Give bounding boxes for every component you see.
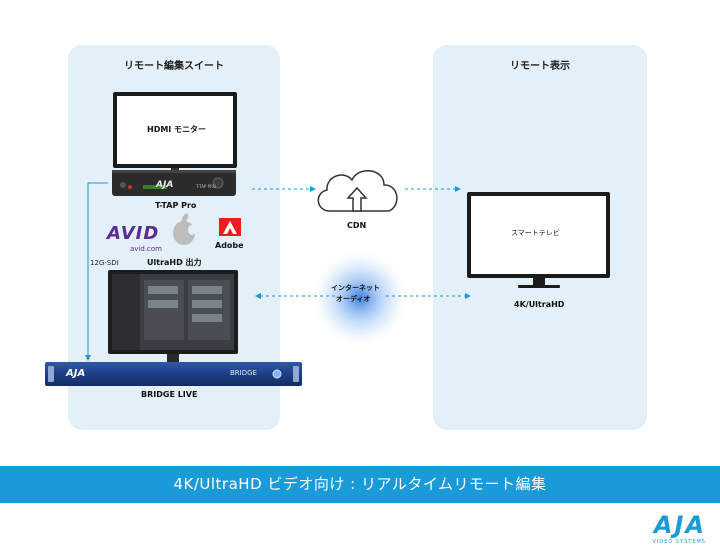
internet-audio-glow [310,248,410,348]
bridge-live-label: BRIDGE LIVE [141,390,198,399]
cloud-icon [317,170,398,212]
t-tap-pro-device [112,170,236,196]
smart-tv-label: スマートテレビ [511,229,560,237]
remote-edit-suite-title: リモート編集スイート [124,61,224,72]
hdmi-monitor [113,92,237,172]
ttap-aja-mark: AJA [156,180,174,190]
ultrahd-output-label: UltraHD 出力 [147,258,202,267]
hdmi-monitor-label: HDMI モニター [147,125,207,134]
t-tap-pro-label: T-TAP Pro [155,201,197,210]
audio-label: オーディオ [336,295,371,303]
sdi-label: 12G-SDI [90,259,119,267]
avid-logo: AVID [107,223,160,244]
cdn-label: CDN [347,221,367,230]
avid-url: avid.com [130,245,162,253]
aja-logo-text: AJA [653,511,706,539]
internet-label: インターネット [331,284,380,292]
banner-title: 4K/UltraHD ビデオ向け : リアルタイムリモート編集 [173,475,547,493]
four-k-label: 4K/UltraHD [514,300,565,309]
rack-aja-mark: AJA [66,368,86,379]
ttap-panel-text: T-TAP PRO [196,184,217,189]
aja-logo: AJA VIDEO SYSTEMS [606,513,706,553]
remote-display-title: リモート表示 [510,61,570,72]
rack-bridge-text: BRIDGE [230,369,257,377]
aja-logo-sub: VIDEO SYSTEMS [652,539,706,545]
adobe-label: Adobe [215,241,244,250]
computer-monitor [108,270,238,362]
title-banner: 4K/UltraHD ビデオ向け : リアルタイムリモート編集 [0,466,720,503]
apple-logo [173,213,196,245]
sdi-connector [85,182,108,361]
bridge-live-rack [45,362,302,386]
adobe-logo [219,218,241,236]
smart-tv [467,192,610,288]
